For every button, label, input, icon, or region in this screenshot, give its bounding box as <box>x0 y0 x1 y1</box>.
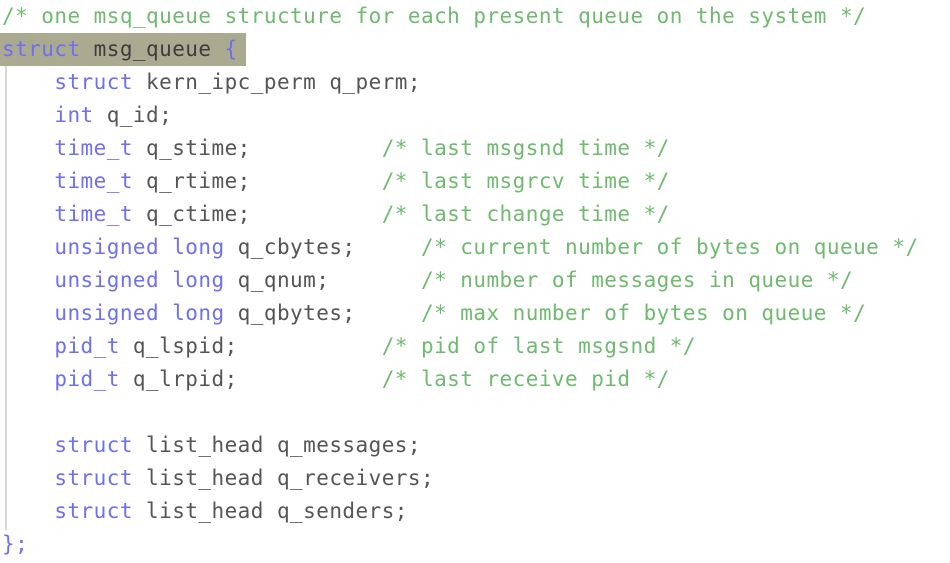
code-token-plain: msg_queue <box>80 37 225 61</box>
code-token-plain <box>2 70 54 94</box>
code-token-comment: /* last msgrcv time */ <box>381 169 670 193</box>
code-token-comment: /* number of messages in queue */ <box>421 268 854 292</box>
code-line[interactable]: struct list_head q_messages; <box>0 429 950 462</box>
code-token-comment: /* last receive pid */ <box>381 367 670 391</box>
code-token-plain: q_stime; <box>132 136 382 160</box>
code-token-plain: q_qbytes; <box>224 301 421 325</box>
code-token-type: pid_t <box>54 367 120 391</box>
code-token-plain <box>2 466 54 490</box>
code-line[interactable]: pid_t q_lspid; /* pid of last msgsnd */ <box>0 330 950 363</box>
selection-highlight-band <box>0 33 246 66</box>
code-token-plain: list_head q_senders; <box>132 499 408 523</box>
code-token-type: pid_t <box>54 334 120 358</box>
code-token-plain <box>2 433 54 457</box>
code-line[interactable]: struct msg_queue { <box>0 33 950 66</box>
code-token-plain <box>2 268 54 292</box>
code-token-plain <box>2 334 54 358</box>
code-token-plain <box>2 367 54 391</box>
code-token-keyword: struct <box>54 70 133 94</box>
code-token-plain <box>2 169 54 193</box>
code-line[interactable]: unsigned long q_cbytes; /* current numbe… <box>0 231 950 264</box>
code-token-plain: q_lspid; <box>119 334 382 358</box>
code-token-plain: q_qnum; <box>224 268 421 292</box>
code-line[interactable]: time_t q_rtime; /* last msgrcv time */ <box>0 165 950 198</box>
code-token-comment: /* one msq_queue structure for each pres… <box>2 4 867 28</box>
code-token-keyword: struct <box>2 37 81 61</box>
code-token-keyword: struct <box>54 466 133 490</box>
code-token-plain: q_cbytes; <box>224 235 421 259</box>
code-token-plain: q_lrpid; <box>119 367 382 391</box>
code-token-comment: /* last msgsnd time */ <box>381 136 670 160</box>
code-token-plain <box>2 301 54 325</box>
code-line[interactable]: /* one msq_queue structure for each pres… <box>0 0 950 33</box>
code-token-plain: q_rtime; <box>132 169 382 193</box>
code-token-keyword: struct <box>54 433 133 457</box>
code-line[interactable]: unsigned long q_qbytes; /* max number of… <box>0 297 950 330</box>
code-token-comment: /* max number of bytes on queue */ <box>421 301 867 325</box>
code-line[interactable]: }; <box>0 528 950 561</box>
code-token-type: time_t <box>54 136 133 160</box>
code-line[interactable]: pid_t q_lrpid; /* last receive pid */ <box>0 363 950 396</box>
code-token-punct: }; <box>2 532 29 556</box>
code-token-keyword: unsigned long <box>54 235 225 259</box>
code-token-comment: /* last change time */ <box>381 202 670 226</box>
code-token-plain: list_head q_receivers; <box>132 466 435 490</box>
code-token-plain: kern_ipc_perm q_perm; <box>132 70 421 94</box>
code-token-plain <box>2 235 54 259</box>
code-line[interactable]: unsigned long q_qnum; /* number of messa… <box>0 264 950 297</box>
code-line[interactable]: time_t q_stime; /* last msgsnd time */ <box>0 132 950 165</box>
code-line[interactable]: struct kern_ipc_perm q_perm; <box>0 66 950 99</box>
code-token-plain <box>2 499 54 523</box>
code-token-plain: list_head q_messages; <box>132 433 421 457</box>
indent-guide-line <box>5 33 7 530</box>
code-token-type: time_t <box>54 169 133 193</box>
code-token-keyword: int <box>54 103 94 127</box>
code-token-comment: /* current number of bytes on queue */ <box>421 235 919 259</box>
code-token-comment: /* pid of last msgsnd */ <box>381 334 696 358</box>
code-line[interactable]: struct list_head q_receivers; <box>0 462 950 495</box>
code-token-keyword: unsigned long <box>54 268 225 292</box>
code-token-keyword: unsigned long <box>54 301 225 325</box>
code-token-plain <box>2 103 54 127</box>
code-line[interactable]: time_t q_ctime; /* last change time */ <box>0 198 950 231</box>
code-line[interactable]: int q_id; <box>0 99 950 132</box>
code-token-plain: q_ctime; <box>132 202 382 226</box>
code-line[interactable]: struct list_head q_senders; <box>0 495 950 528</box>
code-token-keyword: struct <box>54 499 133 523</box>
code-line[interactable] <box>0 396 950 429</box>
code-token-plain <box>2 202 54 226</box>
code-token-plain: q_id; <box>93 103 173 127</box>
code-token-punct: { <box>224 37 238 61</box>
code-token-type: time_t <box>54 202 133 226</box>
code-token-plain <box>2 136 54 160</box>
